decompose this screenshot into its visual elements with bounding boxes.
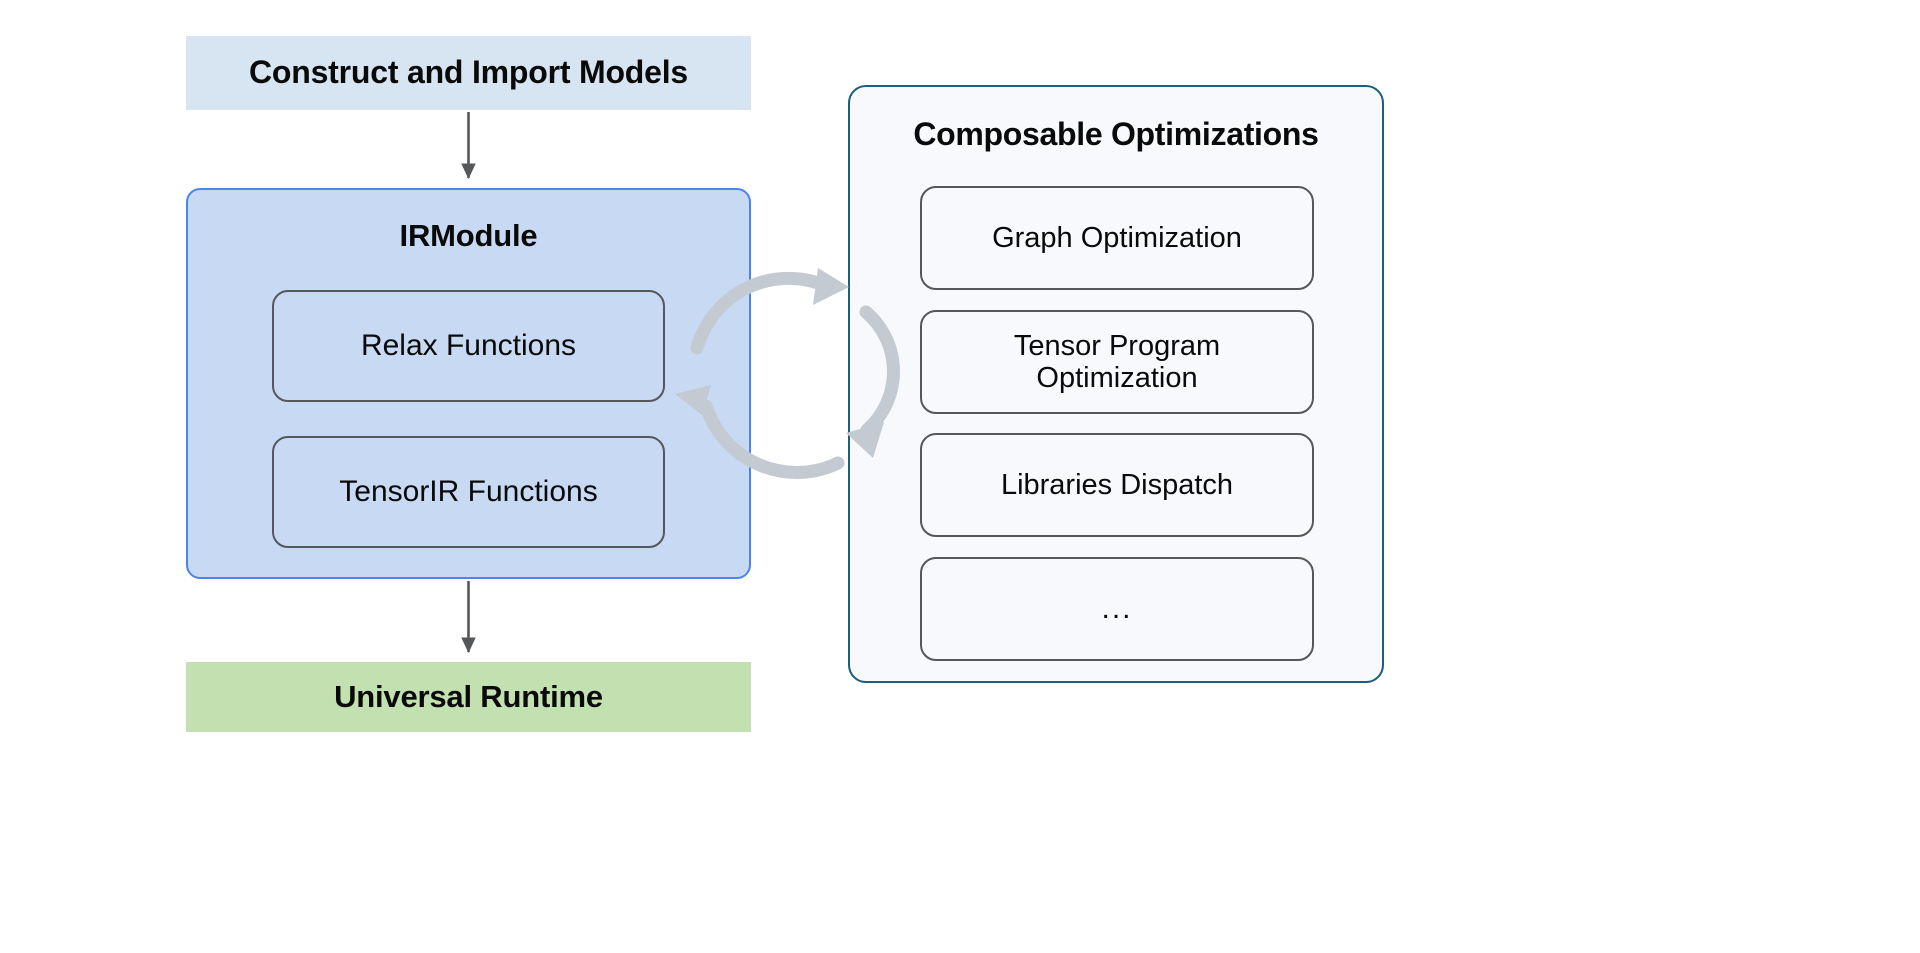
tensorir-functions-box xyxy=(272,436,665,548)
libraries-dispatch-label: Libraries Dispatch xyxy=(1000,468,1234,501)
graph-optimization-box xyxy=(920,186,1314,290)
relax-functions-label: Relax Functions xyxy=(360,329,577,363)
relax-functions-box xyxy=(272,290,665,402)
libraries-dispatch-box xyxy=(920,433,1314,537)
tensorir-functions-label: TensorIR Functions xyxy=(339,475,598,509)
more-optimizations-label: ... xyxy=(1101,592,1133,626)
tensor-program-optimization-box xyxy=(920,310,1314,414)
universal-runtime-banner: Universal Runtime xyxy=(186,662,751,732)
graph-optimization-label: Graph Optimization xyxy=(992,221,1242,254)
composable-optimizations-title: Composable Optimizations xyxy=(913,116,1319,153)
irmodule-title: IRModule xyxy=(399,217,538,253)
more-optimizations-box xyxy=(920,557,1314,661)
construct-and-import-models-banner: Construct and Import Models xyxy=(186,36,751,110)
